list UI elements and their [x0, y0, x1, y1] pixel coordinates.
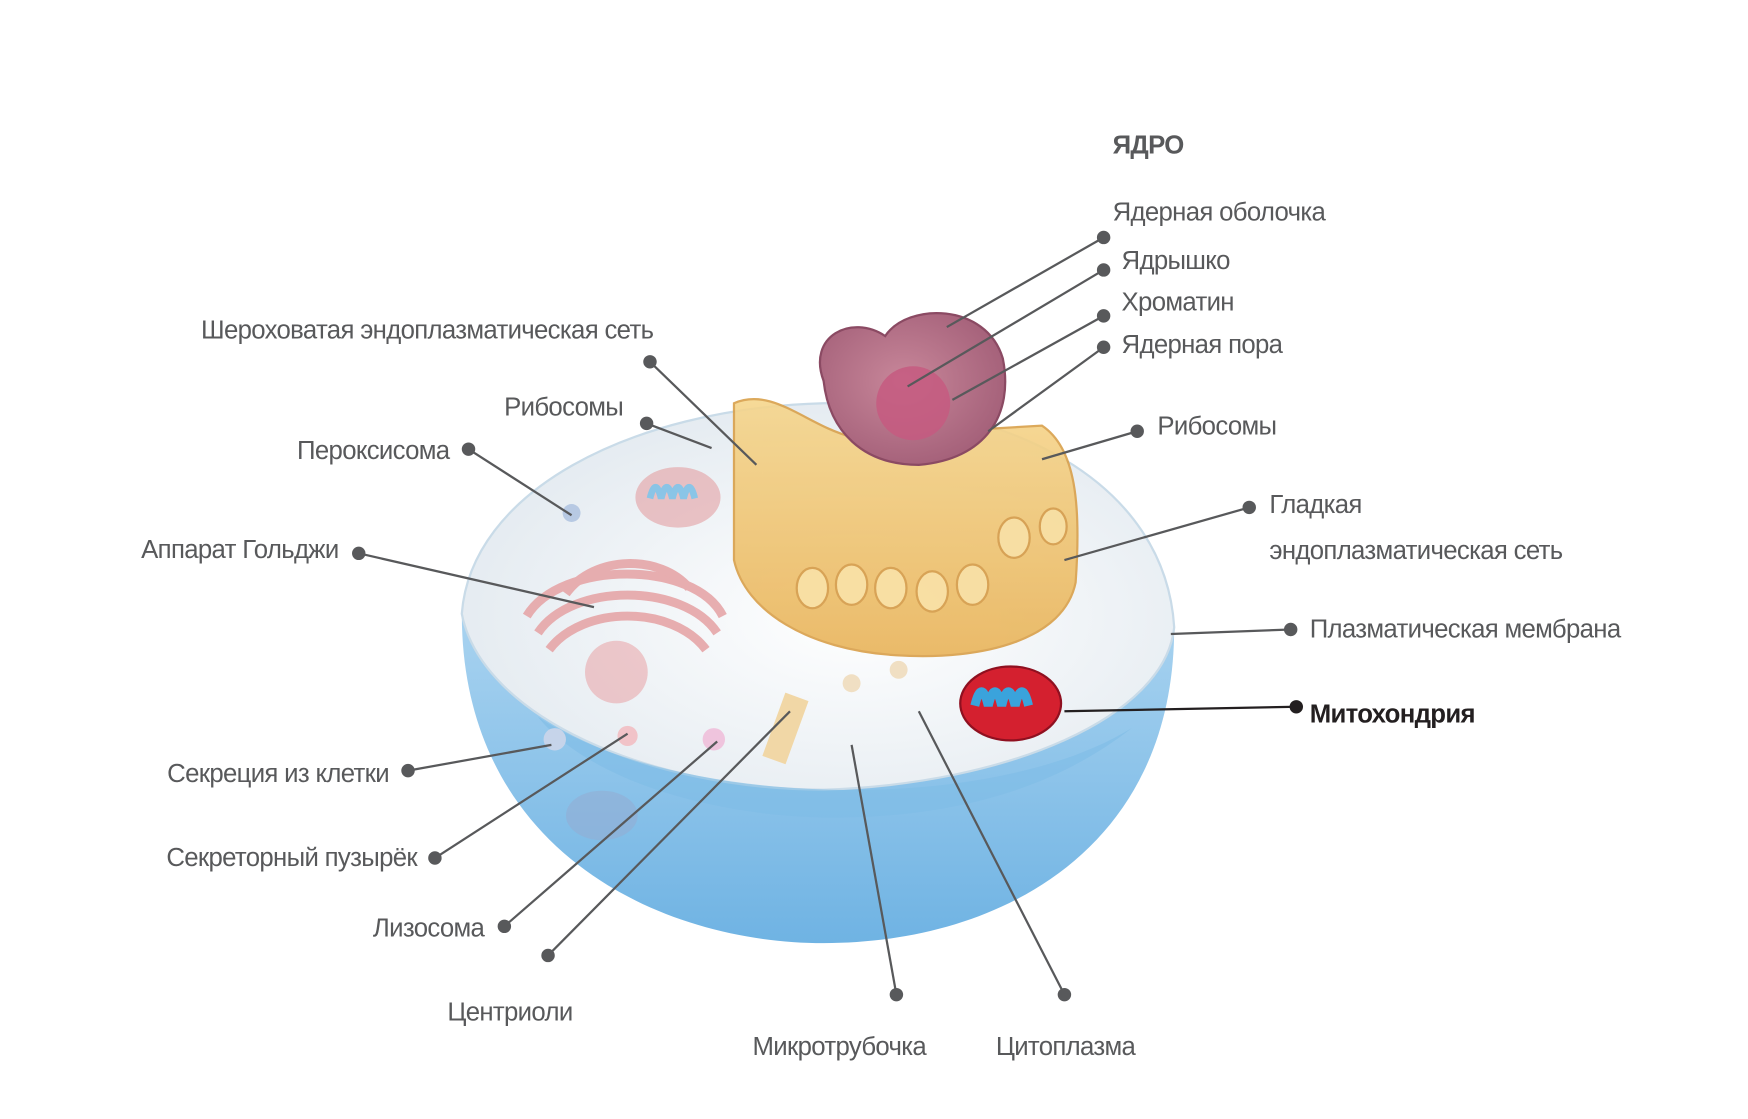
label-peroxisome: Пероксисома [297, 437, 451, 465]
label-ribosomes-right: Рибосомы [1157, 413, 1276, 441]
rough-er [732, 398, 1079, 658]
label-ribosomes-left: Рибосомы [504, 394, 623, 422]
mitochondrion-faded [565, 467, 721, 841]
label-smooth-er-line2: эндоплазматическая сеть [1269, 537, 1562, 565]
nucleus [818, 311, 1007, 466]
label-cytoplasm: Цитоплазма [996, 1033, 1137, 1061]
label-nucleolus: Ядрышко [1122, 247, 1231, 275]
small-organelles [543, 504, 908, 765]
label-microtubule: Микротрубочка [753, 1033, 928, 1061]
label-plasma-membrane: Плазматическая мембрана [1310, 615, 1622, 643]
label-golgi: Аппарат Гольджи [141, 536, 338, 564]
label-centrioles: Центриоли [447, 998, 572, 1026]
label-mitochondrion: Митохондрия [1310, 700, 1475, 728]
label-smooth-er-line1: Гладкая [1269, 491, 1361, 519]
label-secretory-vesicle: Секреторный пузырёк [166, 844, 418, 872]
mitochondrion-highlight [959, 665, 1063, 742]
label-nuclear-envelope: Ядерная оболочка [1113, 199, 1327, 227]
label-lysosome: Лизосома [373, 914, 486, 942]
label-secretion: Секреция из клетки [167, 760, 389, 788]
label-nuclear-pore: Ядерная пора [1122, 331, 1284, 359]
label-rough-er: Шероховатая эндоплазматическая сеть [201, 316, 654, 344]
golgi-apparatus [522, 559, 727, 704]
label-chromatin: Хроматин [1122, 288, 1234, 316]
nucleus-heading: ЯДРО [1113, 131, 1184, 159]
leader-lines [352, 230, 1304, 1002]
